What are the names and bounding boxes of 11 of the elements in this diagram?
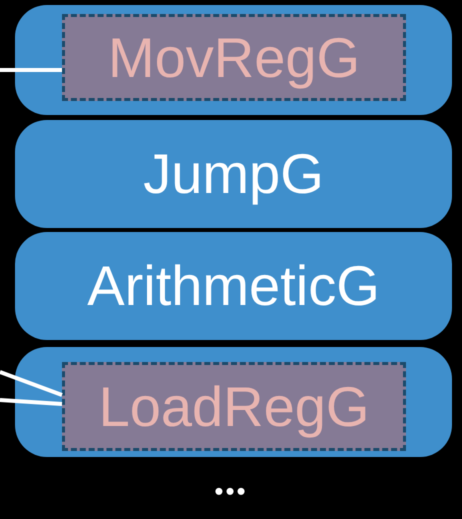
ellipsis-text: ••• xyxy=(214,478,248,504)
rounded-box xyxy=(15,232,452,340)
rounded-box xyxy=(15,347,452,457)
dashed-box xyxy=(62,362,406,451)
node-label: ArithmeticG xyxy=(87,258,380,314)
connector-line xyxy=(0,68,62,72)
rounded-box xyxy=(15,5,452,115)
rounded-box xyxy=(15,120,452,228)
dashed-box xyxy=(62,14,406,101)
connector-line xyxy=(0,370,63,397)
connector-line xyxy=(0,398,62,406)
